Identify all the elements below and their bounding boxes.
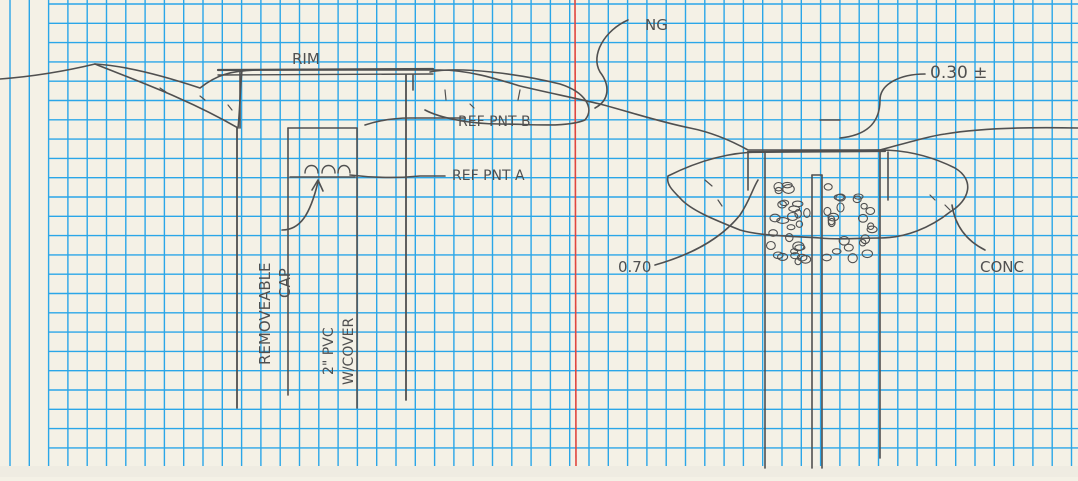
concrete-speckle-right	[444, 89, 521, 109]
gravel-pebble	[786, 224, 796, 231]
gravel-pebble	[827, 212, 840, 222]
rim-cover-line	[216, 67, 435, 72]
gravel-pebble	[794, 208, 802, 219]
gravel-pebble	[843, 243, 854, 252]
gravel-pebble	[786, 211, 799, 222]
ref-a-leader	[349, 174, 446, 179]
gravel-pebble	[785, 233, 794, 243]
ref-b-leader	[364, 117, 466, 126]
elev-side-leader	[654, 179, 759, 266]
gravel-pebble	[831, 248, 842, 255]
gravel-pebble	[781, 181, 793, 189]
gravel-pebble	[765, 240, 776, 251]
removable-cap-label-2: CAP	[276, 268, 294, 298]
structure-top	[746, 149, 887, 154]
pvc-label-2: W/COVER	[341, 317, 357, 385]
gravel-pebble	[847, 253, 858, 264]
gravel-pebble	[792, 241, 805, 252]
concrete-speckle	[704, 179, 951, 211]
conc-label: CONC	[980, 258, 1024, 276]
red-margin-line	[574, 0, 577, 469]
elevation-top-label: 0.30 ±	[930, 63, 988, 83]
gravel-fill	[765, 181, 878, 266]
gravel-pebble	[827, 217, 836, 228]
concrete-speckle-left	[159, 87, 233, 111]
removable-cap-symbol	[304, 164, 351, 174]
gravel-pebble	[790, 252, 801, 260]
removable-cap-label-1: REMOVEABLE	[256, 262, 274, 365]
gravel-pebble	[779, 199, 790, 207]
ng-label: NG	[645, 16, 668, 34]
ref-point-b-label: REF PNT B	[458, 114, 531, 130]
gravel-pebble	[858, 238, 867, 247]
blue-grid	[9, 0, 1078, 466]
gravel-pebble	[795, 220, 804, 228]
gravel-pebble	[823, 183, 833, 191]
cap-leader-arrow	[311, 179, 324, 192]
rim-cover-line-2	[217, 73, 434, 76]
pvc-label-1: 2" PVC	[321, 327, 337, 375]
gravel-pebble	[777, 252, 789, 261]
gravel-pebble	[865, 206, 876, 216]
conc-leader	[951, 204, 986, 251]
ref-point-a-label: REF PNT A	[452, 168, 525, 184]
gravel-pebble	[823, 206, 832, 216]
gravel-pebble	[776, 217, 790, 224]
ng-leader	[594, 19, 629, 109]
cap-leader	[281, 181, 319, 231]
gravel-pebble	[769, 213, 781, 223]
gravel-pebble	[860, 234, 871, 245]
gravel-pebble	[768, 229, 778, 237]
gravel-pebble	[836, 202, 845, 213]
gravel-pebble	[861, 249, 874, 259]
rim-label: RIM	[292, 50, 320, 68]
elev-top-leader	[839, 73, 926, 139]
gravel-pebble	[838, 236, 850, 246]
gravel-pebble	[860, 202, 868, 210]
elevation-side-label: 0.70	[618, 258, 651, 276]
gravel-pebble	[803, 208, 811, 218]
ground-line	[0, 63, 1078, 151]
right-mound	[424, 69, 590, 126]
gravel-pebble	[796, 253, 808, 262]
concrete-block	[666, 149, 969, 240]
gravel-pebble	[790, 248, 799, 255]
gravel-pebble	[852, 195, 862, 204]
gravel-pebble	[788, 205, 801, 213]
gravel-pebble	[833, 193, 845, 201]
gravel-pebble	[857, 213, 869, 223]
gravel-pebble	[867, 222, 875, 231]
gravel-pebble	[866, 225, 878, 234]
gravel-pebble	[774, 186, 783, 195]
paper-bottom-edge	[0, 466, 1078, 477]
gravel-pebble	[821, 253, 832, 262]
